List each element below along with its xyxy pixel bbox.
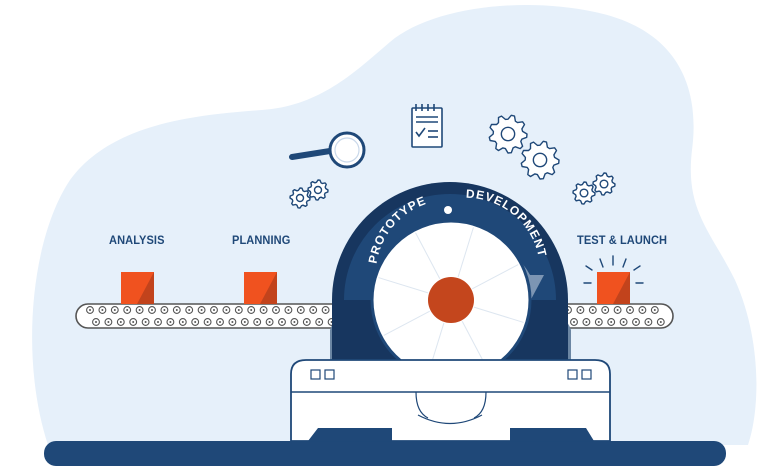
belt-roller-axle [126,309,129,311]
belt-roller-axle [659,321,662,323]
belt-roller-axle [151,309,153,311]
belt-roller-axle [647,321,650,323]
gear-hole [579,188,589,198]
belt-roller-axle [144,321,147,323]
belt-roller-axle [573,321,575,323]
belt-roller-axle [194,321,197,323]
belt-roller-axle [119,321,122,323]
wheel-spoke [415,232,441,280]
indicator-light [567,369,578,380]
belt-roller-axle [157,321,159,323]
belt-roller-axle [318,321,321,323]
analysis-label: ANALYSIS [109,233,165,247]
belt-roller-axle [287,309,290,311]
gear-hole [532,152,548,168]
belt-roller-axle [324,309,327,311]
belt-roller-axle [95,321,97,323]
belt-roller-axle [262,309,265,311]
belt-roller-axle [89,309,91,311]
belt-roller-axle [604,309,607,311]
belt-roller-axle [213,309,215,311]
wheel-hub [428,277,474,323]
belt-roller-axle [591,309,594,311]
wheel-spoke [383,310,431,336]
machine-foot-left [308,428,392,441]
belt-roller-axle [622,321,625,323]
belt-roller-axle [132,321,135,323]
belt-roller-axle [281,321,283,323]
gear-hole [599,179,609,189]
belt-roller-axle [101,309,104,311]
belt-roller-axle [113,309,116,311]
belt-roller-axle [231,321,234,323]
planning-block [244,272,277,304]
belt-roller-axle [200,309,203,311]
belt-roller-axle [641,309,644,311]
belt-roller-axle [635,321,637,323]
belt-roller-axle [243,321,246,323]
belt-roller-axle [293,321,296,323]
gear-hole [313,185,323,195]
conveyor-belt-right [554,303,674,329]
belt-roller-axle [256,321,259,323]
belt-roller-axle [175,309,178,311]
machine-foot-right [510,428,594,441]
wheel-spoke [473,306,524,323]
wheel-spoke [471,264,519,290]
wheel-spoke [378,277,429,294]
ground-bar [44,441,726,466]
indicator-light [324,369,335,380]
belt-roller-axle [305,321,308,323]
launch-block [597,272,630,304]
belt-roller-axle [206,321,209,323]
belt-roller-axle [225,309,228,311]
belt-roller-axle [629,309,631,311]
belt-roller-axle [268,321,271,323]
arc-separator-dot [444,206,452,214]
belt-roller-axle [188,309,191,311]
belt-roller-axle [579,309,582,311]
test-launch-label: TEST & LAUNCH [577,233,668,247]
belt-roller-axle [597,321,600,323]
planning-label: PLANNING [232,233,291,247]
belt-roller-axle [312,309,315,311]
belt-roller-axle [610,321,613,323]
analysis-block [121,272,154,304]
sparkle-lines [583,255,644,284]
belt-roller-axle [237,309,240,311]
magnifier-icon [289,131,366,169]
belt-roller-axle [299,309,302,311]
wheel-spoke [457,227,474,278]
belt-roller-axle [107,321,110,323]
conveyor-belt-left [75,303,349,329]
indicator-light [581,369,592,380]
belt-roller-axle [181,321,184,323]
gear-hole [500,126,516,142]
belt-roller-axle [163,309,166,311]
indicator-light [310,369,321,380]
belt-roller-axle [616,309,619,311]
belt-roller-axle [585,321,588,323]
gear-wheel [370,219,532,381]
gear-hole [295,193,305,203]
belt-roller-axle [653,309,656,311]
checklist-icon [411,104,443,148]
belt-roller-axle [169,321,172,323]
belt-roller-axle [138,309,141,311]
gears-icon [289,114,616,209]
belt-roller-axle [219,321,221,323]
belt-roller-axle [250,309,253,311]
machine-body [290,359,611,442]
belt-roller-axle [275,309,277,311]
